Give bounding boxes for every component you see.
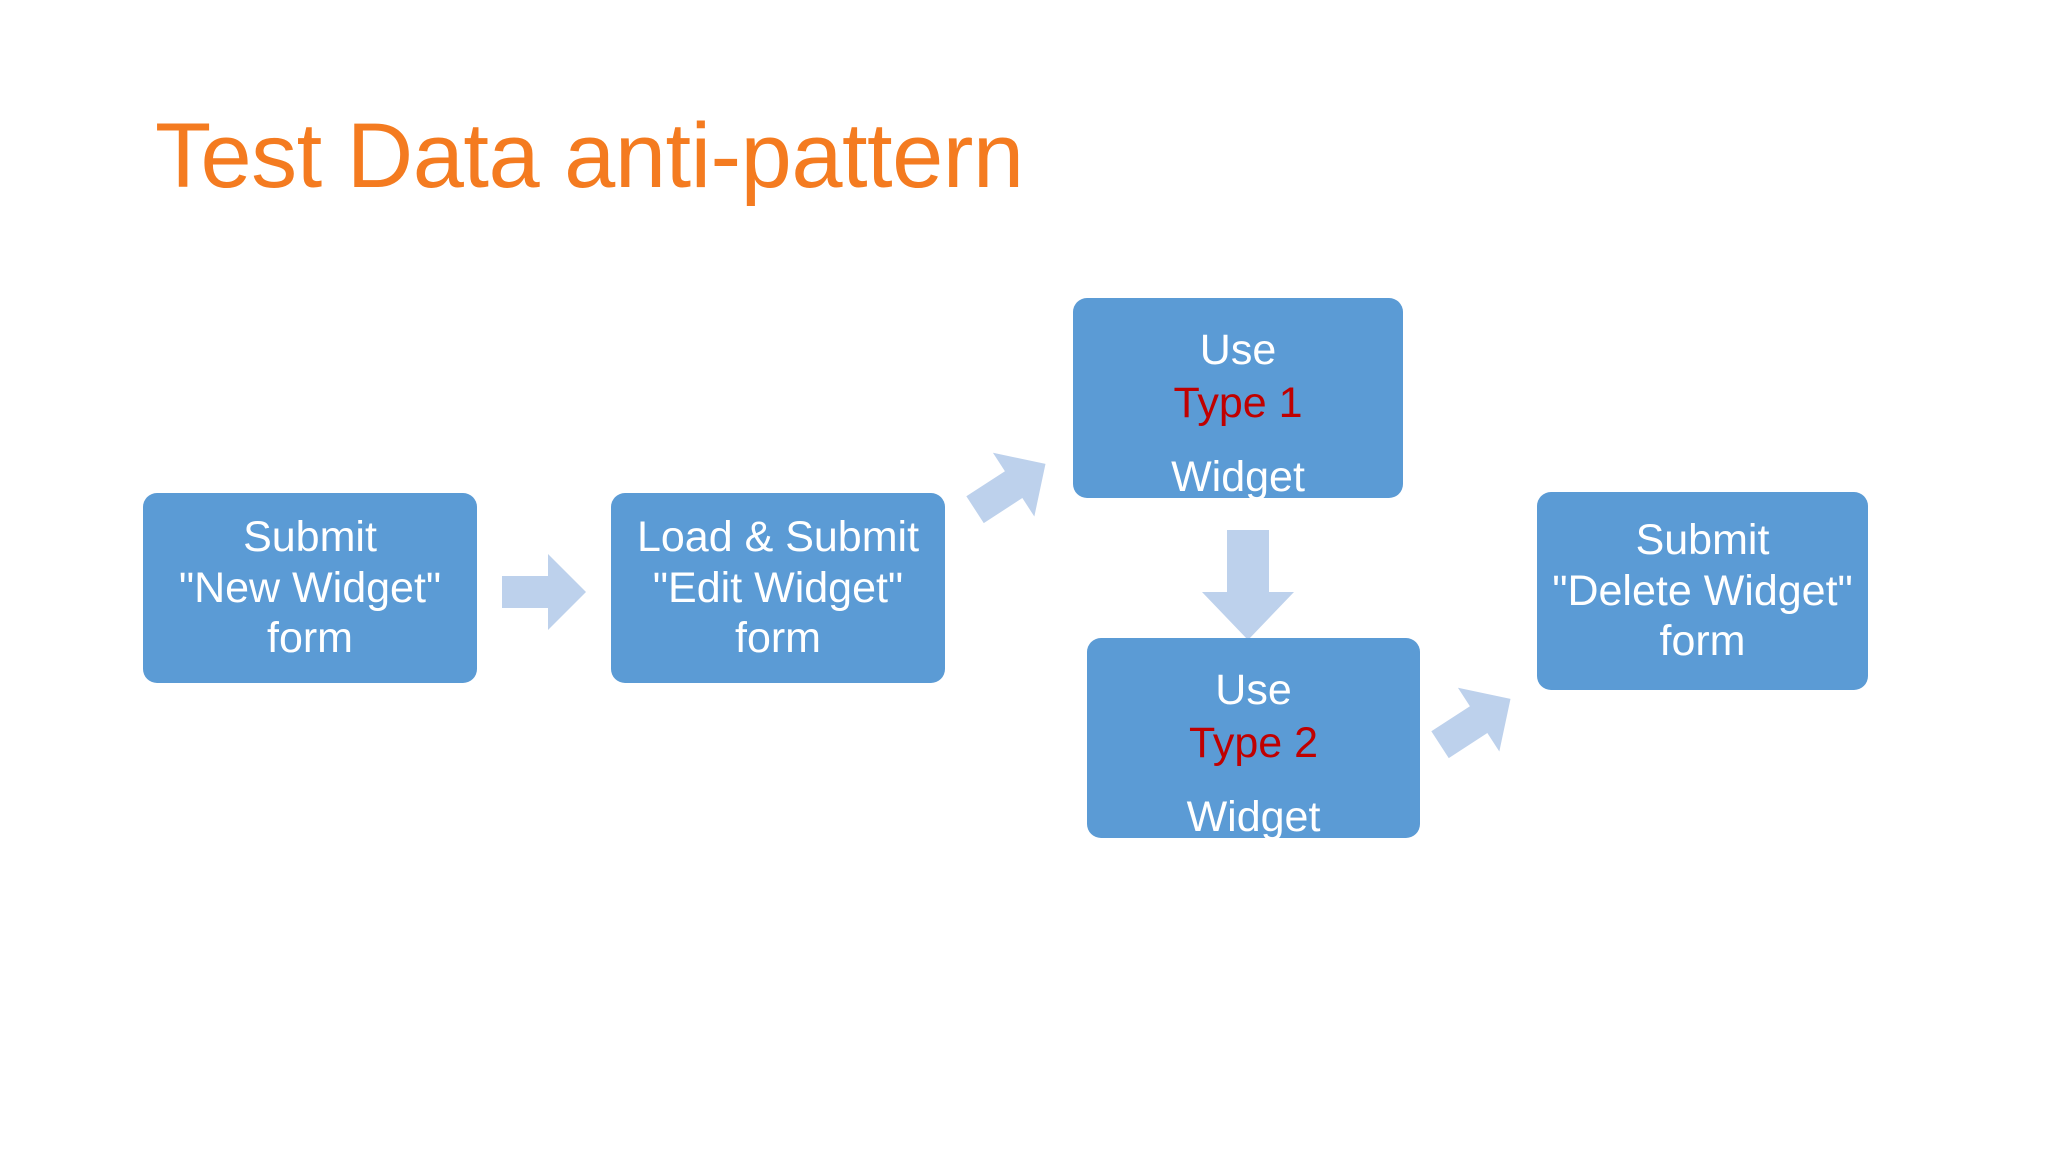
- up-right-arrow-icon: [1428, 675, 1528, 777]
- box-line-3: Widget: [1186, 793, 1321, 842]
- down-arrow-icon: [1202, 530, 1294, 640]
- box-line-3: form: [267, 614, 353, 663]
- box-line-2: "New Widget": [178, 563, 442, 612]
- use-type-1-widget-box[interactable]: Use Type 1 Widget: [1073, 298, 1403, 501]
- up-right-arrow-icon: [963, 440, 1063, 542]
- load-submit-edit-widget-box[interactable]: Load & Submit "Edit Widget" form: [611, 493, 945, 683]
- right-arrow-icon: [502, 554, 586, 630]
- box-line-2: "Edit Widget": [652, 563, 904, 612]
- box-line-1: Use: [1215, 666, 1292, 714]
- box-line-2-emphasis: Type 1: [1173, 378, 1303, 427]
- submit-new-widget-box[interactable]: Submit "New Widget" form: [143, 493, 477, 683]
- box-line-3: form: [735, 614, 821, 663]
- box-line-1: Submit: [243, 512, 377, 561]
- box-line-3: form: [1659, 617, 1746, 666]
- box-line-2: "Delete Widget": [1552, 566, 1853, 615]
- box-line-2-emphasis: Type 2: [1188, 718, 1319, 767]
- box-line-1: Submit: [1635, 515, 1770, 564]
- box-line-1: Use: [1199, 326, 1277, 374]
- submit-delete-widget-box[interactable]: Submit "Delete Widget" form: [1537, 492, 1868, 690]
- page-title: Test Data anti-pattern: [155, 105, 1024, 207]
- box-line-1: Load & Submit: [636, 512, 920, 561]
- box-line-3: Widget: [1171, 453, 1305, 502]
- use-type-2-widget-box[interactable]: Use Type 2 Widget: [1087, 638, 1420, 841]
